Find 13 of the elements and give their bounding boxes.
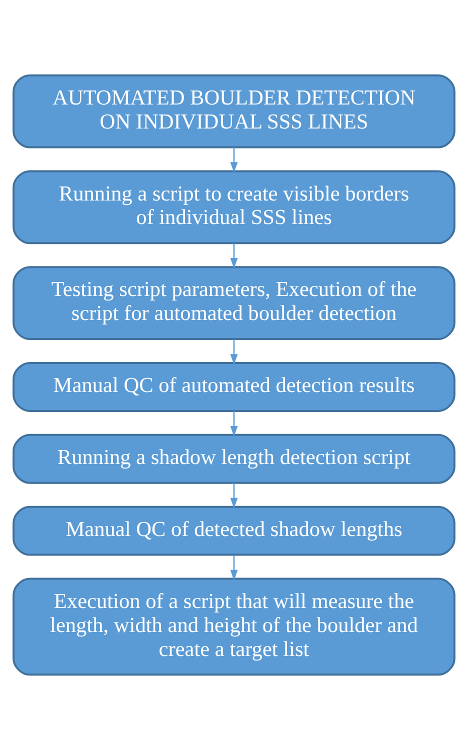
arrow — [230, 554, 238, 580]
node-box: Running a script to create visible borders of individual SSS lines — [12, 170, 456, 244]
arrow — [230, 482, 238, 508]
node-box: Testing script parameters, Execution of the script for automated boulder detection — [12, 266, 456, 340]
arrow — [230, 146, 238, 172]
arrow — [230, 410, 238, 436]
arrow — [230, 242, 238, 268]
node-box: Manual QC of detected shadow lengths — [12, 505, 456, 556]
node-box: Running a shadow length detection script — [12, 433, 456, 484]
node-box: AUTOMATED BOULDER DETECTION ON INDIVIDUAL SSS LINES — [12, 74, 456, 148]
node-box: Manual QC of automated detection results — [12, 362, 456, 412]
node-box: Execution of a script that will measure the length, width and height of the boulder and create a target list — [12, 577, 456, 676]
arrow — [230, 338, 238, 364]
